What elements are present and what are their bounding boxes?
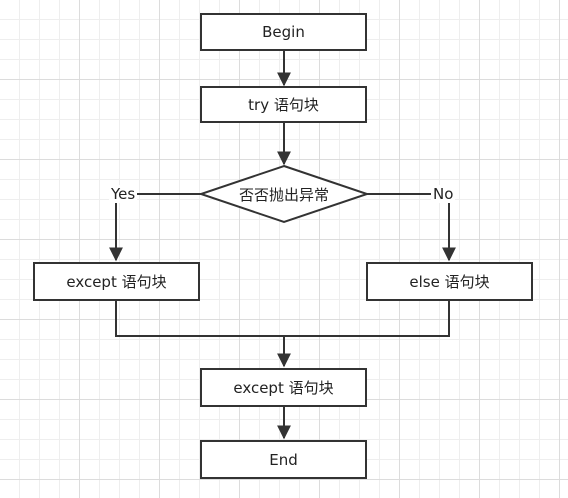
try-block-node: try 语句块 — [200, 86, 367, 123]
except-bottom-node: except 语句块 — [200, 368, 367, 407]
begin-node: Begin — [200, 13, 367, 51]
try-block-label: try 语句块 — [248, 96, 319, 114]
except-left-node: except 语句块 — [33, 262, 200, 301]
end-node: End — [200, 440, 367, 479]
decision-label: 否否抛出异常 — [238, 185, 329, 204]
end-label: End — [269, 450, 298, 469]
decision-diamond — [197, 164, 371, 224]
edge-except-merge — [115, 300, 450, 337]
begin-label: Begin — [262, 23, 305, 41]
edge-no-branch — [367, 193, 456, 262]
edge-yes-branch — [109, 193, 201, 262]
else-block-label: else 语句块 — [409, 273, 490, 291]
else-block-node: else 语句块 — [366, 262, 533, 301]
yes-label: Yes — [109, 185, 138, 203]
except-left-label: except 语句块 — [66, 273, 167, 291]
except-bottom-label: except 语句块 — [233, 379, 334, 397]
no-label: No — [431, 185, 456, 203]
decision-label-wrap: 否否抛出异常 — [201, 166, 367, 222]
